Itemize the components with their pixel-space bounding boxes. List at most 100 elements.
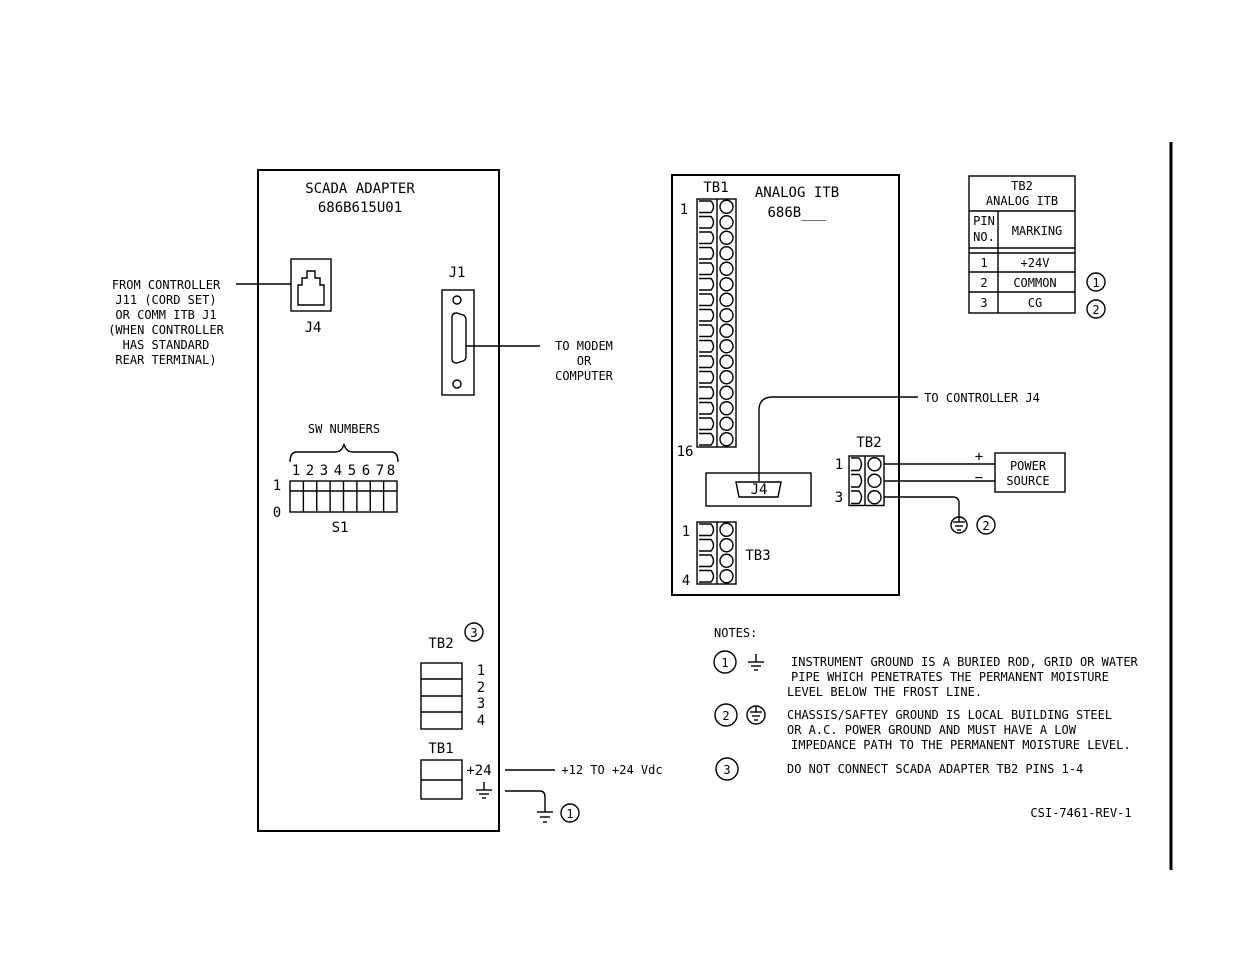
from-controller-line: REAR TERMINAL): [115, 353, 216, 367]
analog-tb2-terminal-strip: [848, 455, 885, 507]
tb1-terminal-slot: [699, 432, 715, 446]
to-modem-line: COMPUTER: [555, 369, 614, 383]
analog-itb-part-number: 686B___: [767, 205, 827, 221]
scada-tb1: TB1 +24 +12 TO +24 Vdc 1: [420, 741, 663, 823]
scada-tb2-pin-numbers: 1 2 3 4: [477, 663, 485, 729]
j4-jack-opening: [297, 270, 325, 306]
table-note-circle: [1086, 299, 1106, 319]
tb1-terminal-screw: [719, 401, 734, 416]
analog-j4-socket: [735, 481, 782, 498]
scada-tb2: TB2 3 1 2 3 4: [420, 622, 485, 730]
tb1-terminal-screw: [719, 339, 734, 354]
note-text-line: LEVEL BELOW THE FROST LINE.: [787, 685, 982, 699]
tb1-terminal-slot: [699, 417, 715, 431]
tb1-terminal-slot: [699, 308, 715, 322]
tb2-terminal-screw: [867, 490, 882, 505]
tb1-terminal-slot: [699, 339, 715, 353]
notes-section: NOTES: 1 INSTRUMENT GROUND IS A BURIED R…: [713, 626, 1139, 781]
tb3-terminal-screw: [719, 569, 734, 584]
tb3-terminal-slot: [699, 554, 715, 568]
j1-mount-hole-top: [452, 295, 462, 305]
tb2-terminal-slot: [851, 473, 863, 488]
table-cell-pin: 3: [980, 296, 987, 310]
table-outline: [968, 175, 1076, 314]
instrument-ground-icon: [537, 811, 553, 823]
tb1-terminal-screw: [719, 277, 734, 292]
analog-tb1-terminal-strip: [696, 198, 737, 448]
table-cell-marking: CG: [1028, 296, 1042, 310]
table-row: 1 +24V: [980, 256, 1049, 270]
callout-number-2: 2: [982, 519, 989, 533]
scada-adapter-outline: [257, 169, 500, 832]
power-plus-sign: +: [975, 449, 983, 465]
analog-tb3-label: TB3: [745, 548, 770, 564]
tb1-terminal-slot: [699, 277, 715, 291]
scada-adapter-part-number: 686B615U01: [318, 200, 402, 216]
instrument-ground-icon: [748, 654, 764, 671]
analog-itb-outline: [671, 174, 900, 596]
table-header-marking: MARKING: [1012, 224, 1063, 238]
scada-adapter: SCADA ADAPTER 686B615U01 J4 FROM CONTROL…: [108, 169, 663, 832]
table-note-number: 1: [1092, 276, 1099, 290]
callout-circle-3: [464, 622, 484, 642]
scada-tb2-pin: 3: [477, 696, 485, 712]
table-header-pin: NO.: [973, 230, 995, 244]
j1-d-sub-socket: [451, 312, 467, 364]
table-cell-marking: COMMON: [1013, 276, 1056, 290]
table-cell-marking: +24V: [1021, 256, 1050, 270]
callout-number-3: 3: [470, 626, 477, 640]
note-text-line: OR A.C. POWER GROUND AND MUST HAVE A LOW: [787, 723, 1077, 737]
scada-tb1-plus24-label: +24: [466, 763, 491, 779]
tb1-terminal-slot: [699, 215, 715, 229]
j1-mount-hole-bottom: [452, 379, 462, 389]
tb1-terminal-slot: [699, 370, 715, 384]
tb2-terminal-slot: [851, 457, 863, 472]
sw-digit: 5: [348, 463, 356, 479]
power-source-label: SOURCE: [1006, 474, 1049, 488]
table-note-number: 2: [1092, 303, 1099, 317]
chassis-ground-icon: [950, 516, 968, 534]
scada-tb2-label: TB2: [428, 636, 453, 652]
sw-digit: 1: [292, 463, 300, 479]
sw-state-on-label: 1: [273, 478, 281, 494]
sw-numbers-brace: [289, 443, 399, 463]
tb1-terminal-screw: [719, 432, 734, 447]
s1-label: S1: [332, 520, 349, 536]
sw-digit: 2: [306, 463, 314, 479]
tb1-terminal-slot: [699, 262, 715, 276]
analog-tb1-label: TB1: [703, 180, 728, 196]
tb1-terminal-screw: [719, 323, 734, 338]
analog-tb3-last-pin: 4: [682, 573, 690, 589]
scada-tb2-pin: 4: [477, 713, 485, 729]
analog-tb2-pin-1: 1: [835, 457, 843, 473]
sw-digit: 7: [376, 463, 384, 479]
note-number: 1: [721, 656, 728, 670]
tb1-terminal-screw: [719, 385, 734, 400]
table-title: ANALOG ITB: [986, 194, 1058, 208]
tb1-terminal-slot: [699, 293, 715, 307]
callout-number-1: 1: [566, 807, 573, 821]
j1-connector-shell: [441, 289, 475, 396]
note-text-line: IMPEDANCE PATH TO THE PERMANENT MOISTURE…: [791, 738, 1131, 752]
tb1-terminal-screw: [719, 246, 734, 261]
power-source-box: [994, 452, 1066, 493]
j1-connector: J1: [441, 265, 475, 396]
tb1-terminal-slot: [699, 386, 715, 400]
note-number-circle: [715, 757, 739, 781]
analog-tb2-pin-3: 3: [835, 490, 843, 506]
tb1-terminal-screw: [719, 230, 734, 245]
callout-circle-1: [560, 803, 580, 823]
tb2-terminal-body: [848, 455, 885, 507]
tb3-terminal-screw: [719, 553, 734, 568]
table-cell-pin: 1: [980, 256, 987, 270]
note-number: 2: [722, 709, 729, 723]
tb2-terminal-screw: [867, 457, 882, 472]
sw-numbers-label: SW NUMBERS: [308, 422, 380, 436]
to-modem-label: TO MODEM OR COMPUTER: [555, 339, 614, 383]
note-number: 3: [723, 763, 730, 777]
tb1-terminal-screw: [719, 261, 734, 276]
table-header-pin: PIN: [973, 214, 995, 228]
tb1-terminal-screw: [719, 215, 734, 230]
tb1-terminal-screw: [719, 354, 734, 369]
